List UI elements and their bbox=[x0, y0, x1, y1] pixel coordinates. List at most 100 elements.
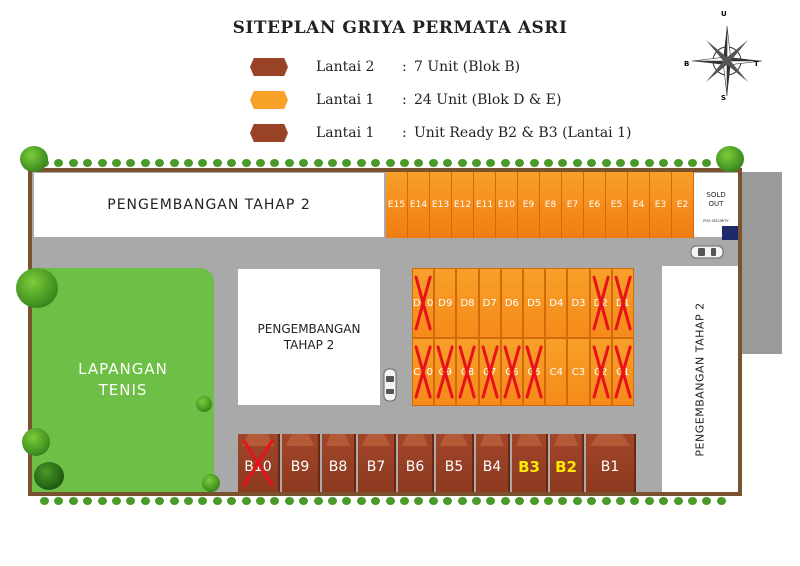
unit-label: D10 bbox=[412, 297, 434, 309]
hedge-bush bbox=[472, 159, 481, 167]
roof-ridge bbox=[362, 434, 390, 446]
unit-e13[interactable]: E13 bbox=[430, 172, 452, 238]
hedge-bush bbox=[371, 497, 381, 505]
unit-label: D8 bbox=[460, 297, 475, 309]
hedge-bush bbox=[414, 497, 424, 505]
tree-icon bbox=[20, 146, 48, 172]
hedge-bottom bbox=[40, 496, 730, 506]
unit-d9[interactable]: D9 bbox=[434, 268, 457, 338]
unit-d7[interactable]: D7 bbox=[478, 268, 501, 338]
unit-c2[interactable]: C2 bbox=[589, 338, 612, 406]
hedge-bush bbox=[529, 497, 539, 505]
unit-e12[interactable]: E12 bbox=[452, 172, 474, 238]
compass-west: B bbox=[684, 60, 690, 68]
hedge-bush bbox=[457, 159, 467, 167]
unit-b1[interactable]: B1 bbox=[586, 434, 636, 492]
hedge-top bbox=[40, 158, 730, 168]
unit-d4[interactable]: D4 bbox=[545, 268, 568, 338]
unit-e4[interactable]: E4 bbox=[628, 172, 650, 238]
unit-e2[interactable]: E2 bbox=[672, 172, 694, 238]
roof-ridge bbox=[326, 434, 350, 446]
unit-b9[interactable]: B9 bbox=[282, 434, 320, 492]
unit-c10[interactable]: C10 bbox=[412, 338, 435, 406]
unit-label: B6 bbox=[405, 459, 425, 475]
unit-e5[interactable]: E5 bbox=[606, 172, 628, 238]
unit-d10[interactable]: D10 bbox=[412, 268, 435, 338]
unit-d6[interactable]: D6 bbox=[500, 268, 523, 338]
hedge-bush bbox=[572, 497, 582, 505]
tennis-court: LAPANGAN TENIS bbox=[32, 268, 214, 492]
legend-swatch bbox=[250, 58, 288, 76]
unit-c5[interactable]: C5 bbox=[523, 338, 546, 406]
hedge-bush bbox=[328, 159, 337, 167]
hedge-bush bbox=[385, 159, 395, 167]
unit-e6[interactable]: E6 bbox=[584, 172, 606, 238]
unit-d1[interactable]: D1 bbox=[611, 268, 634, 338]
unit-d2[interactable]: D2 bbox=[589, 268, 612, 338]
unit-e10[interactable]: E10 bbox=[496, 172, 518, 238]
unit-c8[interactable]: C8 bbox=[456, 338, 479, 406]
legend-colon: : bbox=[402, 59, 407, 75]
unit-d5[interactable]: D5 bbox=[523, 268, 546, 338]
unit-e15[interactable]: E15 bbox=[386, 172, 408, 238]
unit-label: C5 bbox=[527, 366, 541, 378]
fence-top bbox=[28, 168, 742, 172]
unit-e3[interactable]: E3 bbox=[650, 172, 672, 238]
unit-e11[interactable]: E11 bbox=[474, 172, 496, 238]
compass-icon bbox=[691, 25, 763, 97]
unit-e7[interactable]: E7 bbox=[562, 172, 584, 238]
hedge-bush bbox=[140, 497, 150, 505]
compass-east: T bbox=[754, 60, 759, 68]
hedge-bush bbox=[659, 159, 669, 167]
unit-label: E6 bbox=[588, 200, 601, 210]
unit-label: E2 bbox=[676, 200, 689, 210]
hedge-bush bbox=[601, 497, 611, 505]
unit-b3[interactable]: B3 bbox=[512, 434, 548, 492]
fence-right bbox=[738, 168, 742, 496]
hedge-bush bbox=[184, 497, 193, 505]
hedge-bush bbox=[457, 497, 467, 505]
unit-c1[interactable]: C1 bbox=[611, 338, 634, 406]
hedge-bush bbox=[155, 159, 165, 167]
unit-b10[interactable]: B10 bbox=[238, 434, 280, 492]
legend-colon: : bbox=[402, 92, 407, 108]
hedge-bush bbox=[54, 497, 64, 505]
unit-b8[interactable]: B8 bbox=[322, 434, 356, 492]
unit-label: E7 bbox=[566, 200, 579, 210]
unit-c4[interactable]: C4 bbox=[545, 338, 568, 406]
unit-c6[interactable]: C6 bbox=[500, 338, 523, 406]
unit-b4[interactable]: B4 bbox=[476, 434, 510, 492]
unit-c3[interactable]: C3 bbox=[567, 338, 590, 406]
unit-c7[interactable]: C7 bbox=[478, 338, 501, 406]
unit-d3[interactable]: D3 bbox=[567, 268, 590, 338]
hedge-bush bbox=[529, 159, 539, 167]
unit-label: C8 bbox=[460, 366, 475, 378]
unit-label: E5 bbox=[610, 200, 623, 210]
unit-c9[interactable]: C9 bbox=[434, 338, 457, 406]
hedge-bush bbox=[68, 159, 78, 167]
unit-b7[interactable]: B7 bbox=[358, 434, 396, 492]
unit-e9[interactable]: E9 bbox=[518, 172, 540, 238]
unit-e8[interactable]: E8 bbox=[540, 172, 562, 238]
unit-b6[interactable]: B6 bbox=[398, 434, 434, 492]
unit-d8[interactable]: D8 bbox=[456, 268, 479, 338]
hedge-bush bbox=[486, 497, 496, 505]
unit-b2[interactable]: B2 bbox=[550, 434, 584, 492]
hedge-bush bbox=[313, 159, 323, 167]
hedge-bush bbox=[155, 497, 165, 505]
hedge-bush bbox=[284, 497, 294, 505]
zone-center-label: PENGEMBANGAN TAHAP 2 bbox=[257, 322, 361, 352]
hedge-bush bbox=[544, 159, 553, 167]
unit-label: E14 bbox=[409, 200, 428, 210]
hedge-bush bbox=[299, 497, 309, 505]
hedge-bush bbox=[673, 159, 683, 167]
legend-colon: : bbox=[402, 125, 407, 141]
side-strip bbox=[740, 172, 782, 354]
unit-b5[interactable]: B5 bbox=[436, 434, 474, 492]
unit-label: C9 bbox=[438, 366, 452, 378]
unit-label: E3 bbox=[654, 200, 667, 210]
hedge-bush bbox=[443, 159, 453, 167]
unit-e14[interactable]: E14 bbox=[408, 172, 430, 238]
hedge-bush bbox=[270, 159, 280, 167]
